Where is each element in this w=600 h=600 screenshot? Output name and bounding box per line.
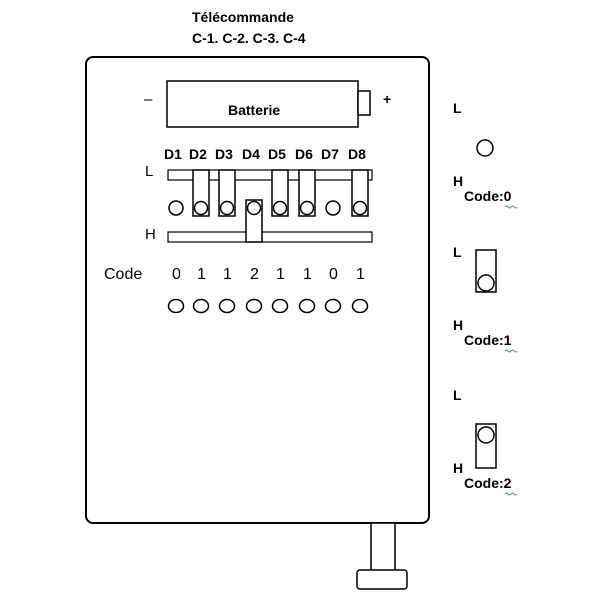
- page-title: Télécommande: [192, 9, 294, 25]
- legend-group: [475, 139, 518, 496]
- code-digit-1: 0: [172, 266, 181, 283]
- code-digit-6: 1: [303, 266, 312, 283]
- antenna-neck: [370, 522, 396, 572]
- legend-1-squiggle: [504, 349, 518, 353]
- page-subtitle: C-1. C-2. C-3. C-4: [192, 30, 306, 46]
- legend-0-high-label: H: [453, 173, 464, 189]
- legend-1-code-label: Code:1: [464, 332, 512, 348]
- switch-d8-circle: [352, 200, 368, 216]
- dip-label-d2: D2: [189, 146, 207, 162]
- battery-minus: –: [144, 91, 153, 108]
- battery-body: [166, 80, 359, 128]
- code-led-2: [192, 298, 210, 314]
- switch-d1-circle: [168, 200, 184, 216]
- code-digit-5: 1: [276, 266, 285, 283]
- code-led-5: [271, 298, 289, 314]
- legend-2-switch-circle: [477, 426, 495, 444]
- code-led-3: [218, 298, 236, 314]
- dip-label-d8: D8: [348, 146, 366, 162]
- code-row-label: Code: [104, 266, 143, 283]
- dip-label-d5: D5: [268, 146, 286, 162]
- switch-d2-circle: [193, 200, 209, 216]
- legend-2-high-label: H: [453, 460, 464, 476]
- code-digit-2: 1: [197, 266, 206, 283]
- row-low-label: L: [145, 163, 154, 180]
- legend-1-switch-circle: [477, 274, 495, 292]
- legend-0-code-label: Code:0: [464, 188, 512, 204]
- code-led-7: [324, 298, 342, 314]
- legend-2-squiggle: [504, 492, 518, 496]
- code-led-8: [351, 298, 369, 314]
- legend-1-high-label: H: [453, 317, 464, 333]
- row-high-label: H: [145, 226, 156, 243]
- code-led-6: [298, 298, 316, 314]
- legend-0-switch-circle: [476, 139, 494, 157]
- battery-terminal: [357, 90, 371, 116]
- rail-low: [167, 169, 373, 181]
- legend-1-low-label: L: [453, 244, 462, 260]
- switch-d4-circle: [246, 200, 262, 216]
- legend-2-code-label: Code:2: [464, 475, 512, 491]
- code-digit-7: 0: [329, 266, 338, 283]
- battery-label: Batterie: [228, 102, 281, 118]
- legend-0-squiggle: [504, 205, 518, 209]
- dip-label-d7: D7: [321, 146, 339, 162]
- code-digit-3: 1: [223, 266, 232, 283]
- dip-label-d1: D1: [164, 146, 182, 162]
- switch-group: [167, 169, 369, 314]
- legend-2-low-label: L: [453, 387, 462, 403]
- code-led-1: [167, 298, 185, 314]
- switch-d7-circle: [325, 200, 341, 216]
- code-digit-4: 2: [250, 266, 259, 283]
- dip-label-d3: D3: [215, 146, 233, 162]
- dip-label-d6: D6: [295, 146, 313, 162]
- code-digit-8: 1: [356, 266, 365, 283]
- switch-d6-circle: [299, 200, 315, 216]
- legend-0-low-label: L: [453, 100, 462, 116]
- switch-d3-circle: [219, 200, 235, 216]
- antenna-cap: [356, 569, 408, 590]
- dip-label-d4: D4: [242, 146, 260, 162]
- switch-d5-circle: [272, 200, 288, 216]
- rail-high: [167, 231, 373, 243]
- battery-plus: +: [383, 91, 392, 107]
- code-led-4: [245, 298, 263, 314]
